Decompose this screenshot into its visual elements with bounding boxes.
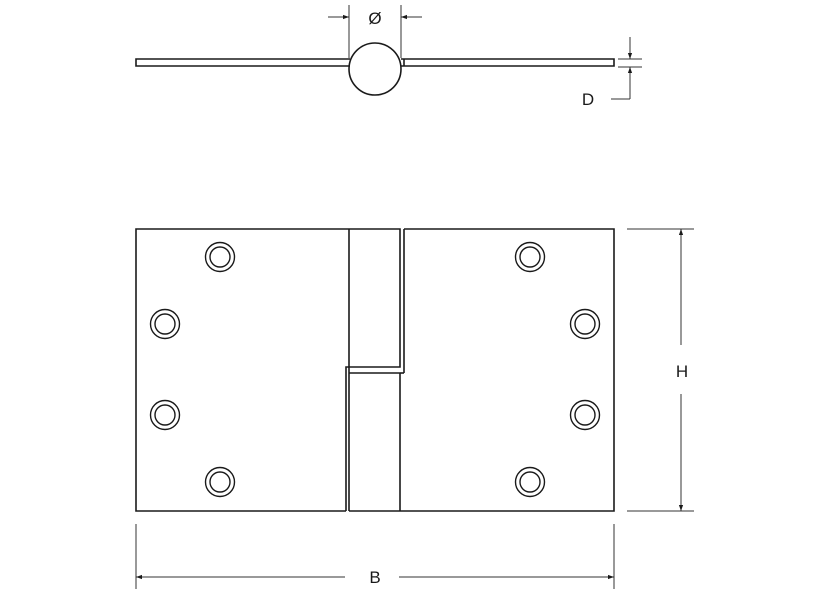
screw-holes bbox=[149, 241, 601, 498]
width-dimension bbox=[135, 524, 615, 589]
thickness-label: D bbox=[582, 90, 594, 109]
knuckle-circle bbox=[348, 42, 402, 96]
upper-knuckle bbox=[348, 228, 401, 368]
screw-hole bbox=[149, 399, 181, 431]
height-dimension bbox=[627, 228, 694, 512]
thickness-dimension bbox=[611, 37, 642, 100]
front-view bbox=[135, 228, 615, 512]
top-right-plate bbox=[401, 58, 615, 67]
top-left-plate bbox=[135, 58, 350, 67]
diameter-dimension bbox=[328, 5, 422, 58]
screw-hole bbox=[204, 241, 236, 273]
screw-hole bbox=[514, 241, 546, 273]
diameter-label: Ø bbox=[368, 9, 381, 28]
screw-hole bbox=[569, 308, 601, 340]
lower-knuckle bbox=[345, 366, 350, 511]
screw-hole bbox=[204, 466, 236, 498]
right-leaf bbox=[349, 228, 615, 512]
width-label: B bbox=[369, 568, 380, 587]
top-view bbox=[135, 42, 615, 96]
height-label: H bbox=[676, 362, 688, 381]
screw-hole bbox=[149, 308, 181, 340]
left-leaf bbox=[135, 228, 349, 512]
screw-hole bbox=[569, 399, 601, 431]
screw-hole bbox=[514, 466, 546, 498]
